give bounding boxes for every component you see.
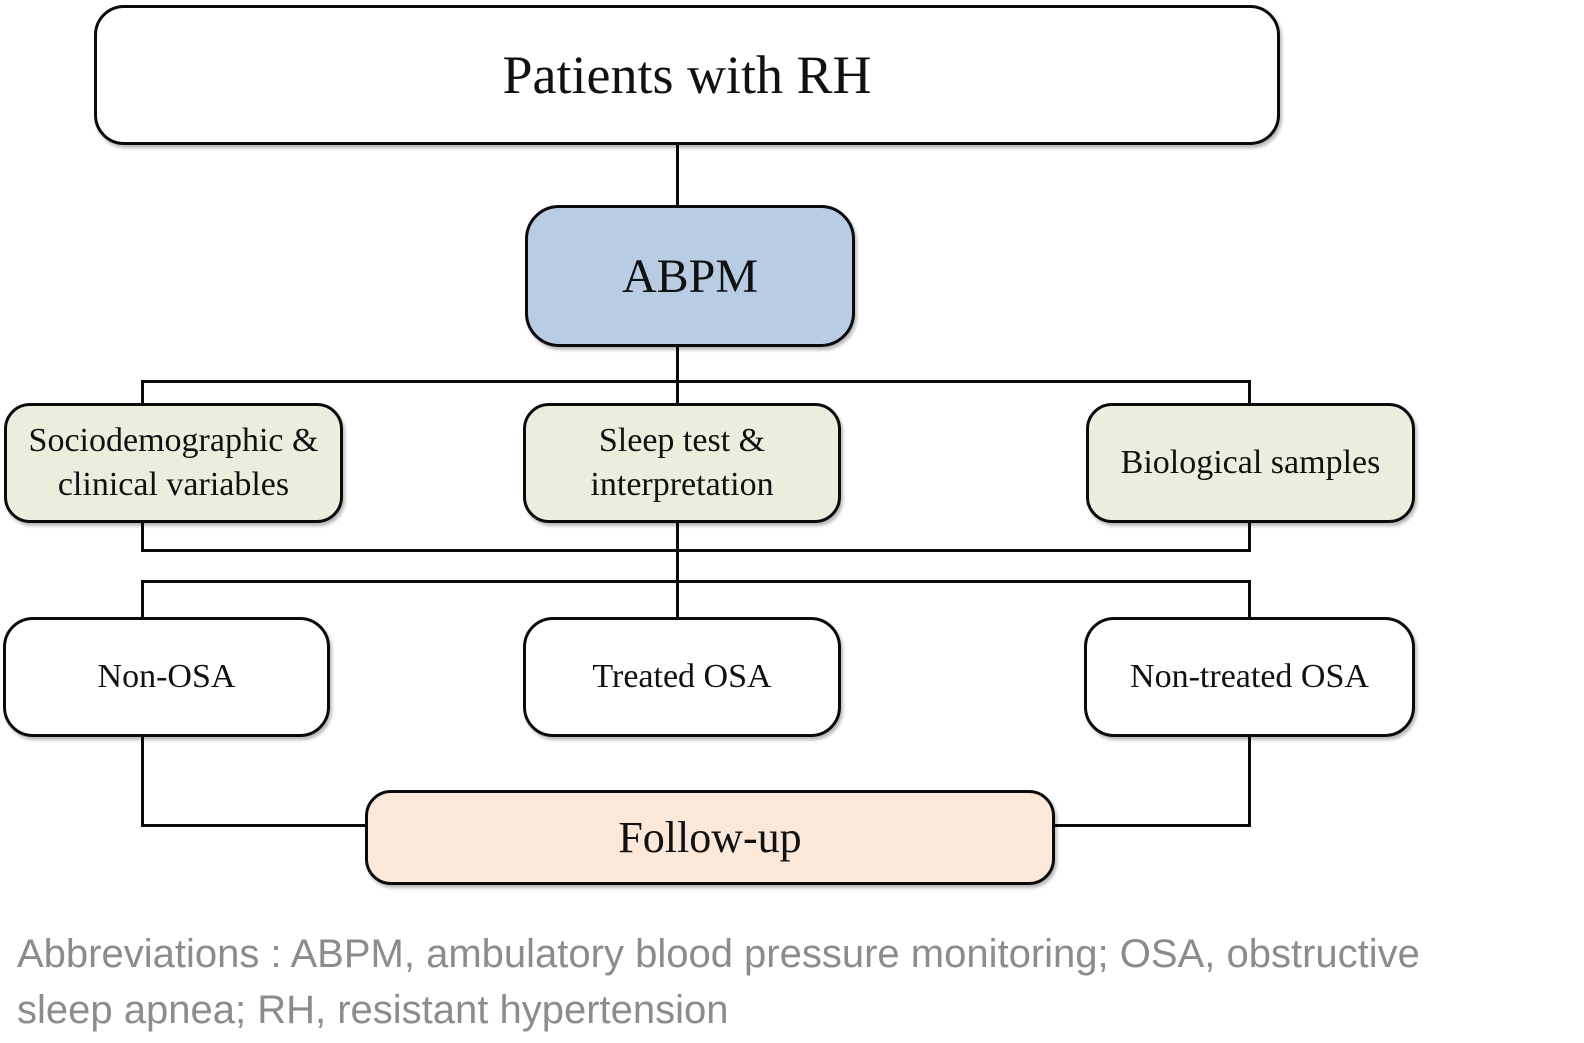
bracket-groups-left-drop [141, 580, 144, 619]
node-patients-with-rh-label: Patients with RH [502, 45, 872, 105]
connector-assess-center-down [676, 521, 679, 583]
abbreviations-line-2: sleep apnea; RH, resistant hypertension [17, 988, 729, 1032]
bracket-groups-center-drop [676, 580, 679, 619]
connector-abpm-down [676, 345, 679, 405]
node-non-osa-label: Non-OSA [97, 658, 236, 695]
bracket-assessments-bottom [141, 549, 1251, 552]
node-follow-up-label: Follow-up [618, 813, 802, 862]
node-abpm: ABPM [525, 205, 855, 347]
node-biological-samples-label: Biological samples [1120, 444, 1381, 481]
bracket-groups-top [141, 580, 1251, 583]
node-sociodemographic-clinical-variables: Sociodemographic & clinical variables [4, 403, 343, 523]
connector-assess-right-down [1248, 521, 1251, 552]
connector-root-to-abpm [676, 145, 679, 207]
node-biological-samples: Biological samples [1086, 403, 1415, 523]
connector-nonosa-to-followup [141, 824, 367, 827]
connector-nontreated-to-followup [1053, 824, 1251, 827]
bracket-groups-right-drop [1248, 580, 1251, 619]
bracket-assessments-top [141, 380, 1251, 383]
node-sleep-test-label: Sleep test & interpretation [590, 422, 774, 503]
abbreviations-line-1: Abbreviations : ABPM, ambulatory blood p… [17, 932, 1420, 976]
node-sleep-test-interpretation: Sleep test & interpretation [523, 403, 841, 523]
bracket-assessments-right-drop [1248, 380, 1251, 405]
node-patients-with-rh: Patients with RH [94, 5, 1280, 145]
bracket-assessments-left-drop [141, 380, 144, 405]
node-abpm-label: ABPM [621, 249, 759, 303]
node-treated-osa-label: Treated OSA [592, 658, 772, 695]
node-non-treated-osa-label: Non-treated OSA [1130, 658, 1369, 695]
connector-assess-left-down [141, 521, 144, 552]
node-non-osa: Non-OSA [3, 617, 330, 737]
node-treated-osa: Treated OSA [523, 617, 841, 737]
node-sociodemographic-label: Sociodemographic & clinical variables [28, 422, 319, 503]
connector-nontreated-down [1248, 735, 1251, 827]
node-follow-up: Follow-up [365, 790, 1055, 885]
node-non-treated-osa: Non-treated OSA [1084, 617, 1415, 737]
abbreviations-note: Abbreviations : ABPM, ambulatory blood p… [17, 926, 1577, 1038]
connector-nonosa-down [141, 735, 144, 827]
